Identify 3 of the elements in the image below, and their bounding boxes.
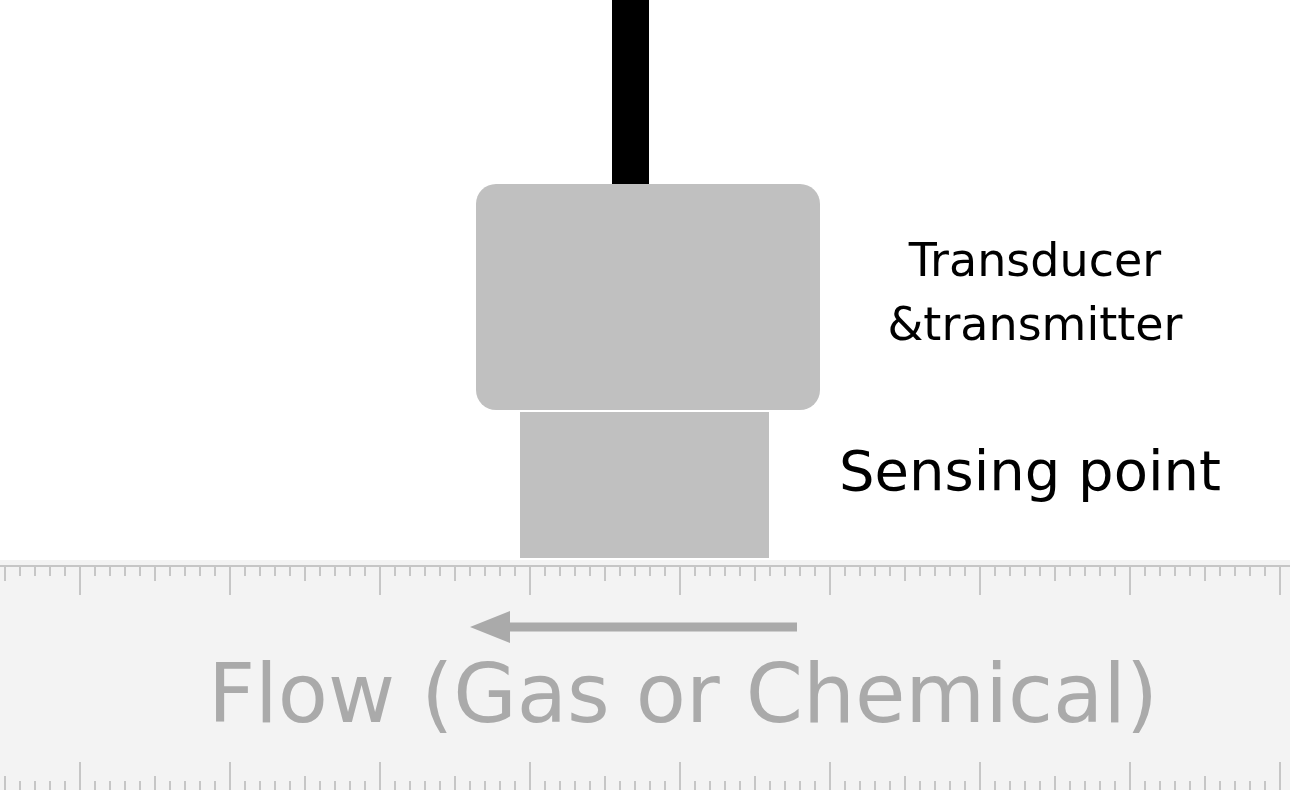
flow-label: Flow (Gas or Chemical) [206,645,1160,743]
component-label: Sensing point [838,437,1222,505]
component-label: Transducer &transmitter [886,232,1184,354]
